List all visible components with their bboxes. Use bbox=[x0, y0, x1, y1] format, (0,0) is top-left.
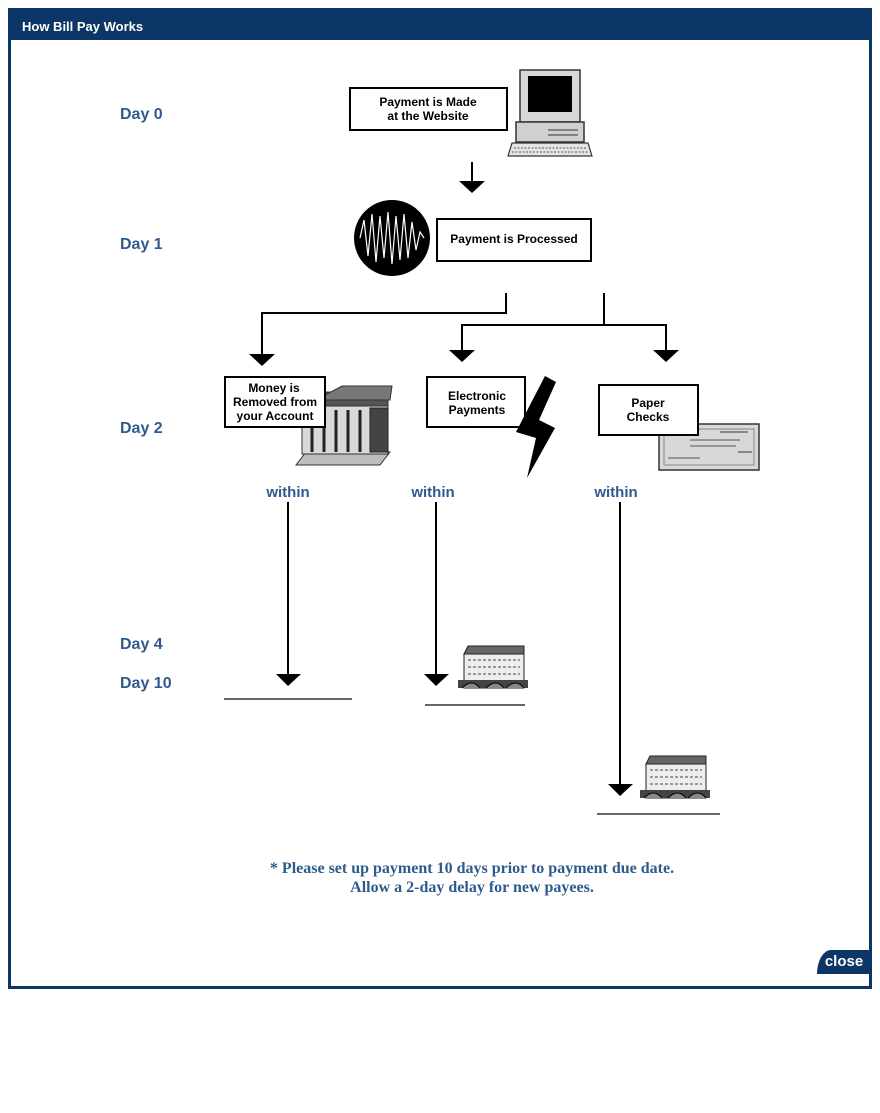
lightning-icon bbox=[516, 376, 556, 478]
day-0-label: Day 0 bbox=[120, 106, 163, 123]
timeline-arrow-removed bbox=[224, 502, 352, 700]
payment-made-line1: Payment is Made bbox=[379, 95, 477, 109]
within-label: within bbox=[410, 484, 454, 501]
electronic-payments-line2: Payments bbox=[449, 403, 506, 417]
paper-checks-line1: Paper bbox=[631, 396, 665, 410]
payment-processed-label: Payment is Processed bbox=[450, 232, 577, 246]
close-button[interactable]: close bbox=[817, 950, 871, 974]
building-icon bbox=[458, 645, 528, 689]
arrow-to-paper bbox=[653, 350, 679, 362]
arrow-to-processing bbox=[459, 162, 485, 193]
payment-processed-box: Payment is Processed bbox=[436, 218, 592, 262]
timeline-arrow-paper bbox=[597, 502, 720, 815]
paper-checks-box: Paper Checks bbox=[598, 384, 699, 436]
waveform-icon bbox=[354, 200, 430, 276]
building-icon bbox=[640, 755, 710, 799]
bill-pay-diagram: Day 0 Day 1 Day 2 Day 4 Day 10 Payment i… bbox=[120, 69, 760, 896]
money-removed-line3: your Account bbox=[237, 409, 314, 423]
money-removed-line1: Money is bbox=[248, 381, 300, 395]
note-line-1: * Please set up payment 10 days prior to… bbox=[270, 860, 674, 877]
note-line-2: Allow a 2-day delay for new payees. bbox=[350, 879, 594, 896]
day-4-label: Day 4 bbox=[120, 636, 163, 653]
within-label: within bbox=[265, 484, 309, 501]
day-2-label: Day 2 bbox=[120, 420, 163, 437]
money-removed-box: Money is Removed from your Account bbox=[224, 376, 326, 428]
timeline-arrow-electronic bbox=[424, 502, 525, 706]
computer-icon bbox=[507, 69, 593, 157]
electronic-payments-line1: Electronic bbox=[448, 389, 506, 403]
window-title: How Bill Pay Works bbox=[22, 19, 144, 34]
title-bar: How Bill Pay Works bbox=[11, 11, 869, 40]
electronic-payments-box: Electronic Payments bbox=[426, 376, 526, 428]
within-label: within bbox=[593, 484, 637, 501]
popup-window: How Bill Pay Works close bbox=[8, 8, 872, 989]
day-1-label: Day 1 bbox=[120, 236, 163, 253]
day-10-label: Day 10 bbox=[120, 675, 172, 692]
arrow-to-electronic bbox=[449, 350, 475, 362]
payment-made-box: Payment is Made at the Website bbox=[349, 87, 508, 131]
payment-made-line2: at the Website bbox=[387, 109, 468, 123]
money-removed-line2: Removed from bbox=[233, 395, 317, 409]
paper-checks-line2: Checks bbox=[627, 410, 670, 424]
arrow-to-removed bbox=[249, 354, 275, 366]
branch-connectors bbox=[261, 293, 667, 354]
